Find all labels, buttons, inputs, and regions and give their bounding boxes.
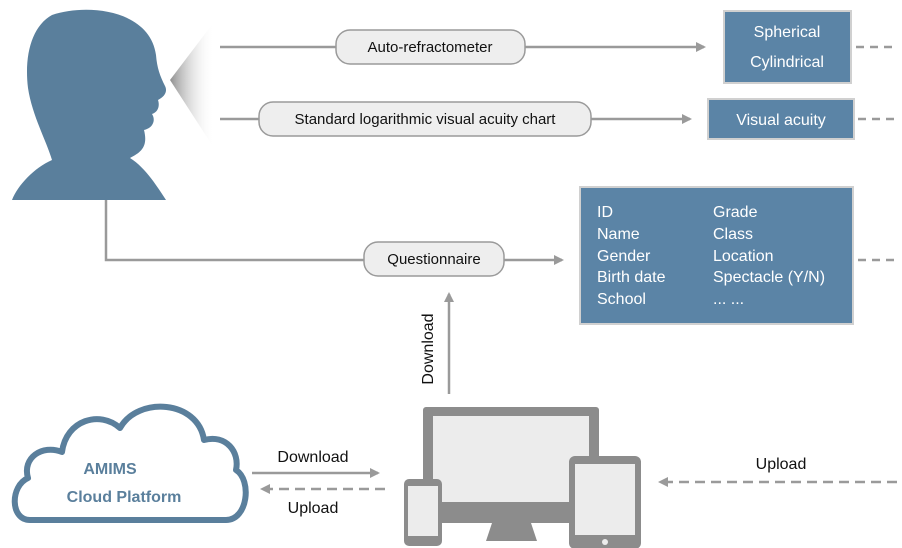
monitor-screen	[433, 416, 589, 502]
info-field-name: Name	[597, 226, 640, 243]
student-info-box	[579, 186, 854, 325]
info-field-school: School	[597, 291, 646, 308]
info-field-more: ... ...	[713, 291, 744, 308]
info-field-class: Class	[713, 226, 753, 243]
upload-to-cloud-label: Upload	[288, 500, 339, 517]
tablet-button	[602, 539, 608, 545]
info-field-gender: Gender	[597, 248, 651, 265]
refraction-output-box	[723, 10, 852, 84]
cylindrical-label: Cylindrical	[750, 54, 824, 71]
visual-acuity-label: Visual acuity	[736, 112, 826, 129]
refractometer-label: Auto-refractometer	[367, 39, 492, 56]
student-info-right-column: Grade Class Location Spectacle (Y/N) ...…	[713, 204, 825, 308]
student-info-left-column: ID Name Gender Birth date School	[597, 204, 666, 308]
acuity-chart-label: Standard logarithmic visual acuity chart	[295, 111, 557, 128]
questionnaire-label: Questionnaire	[387, 251, 480, 268]
cloud-title-line2: Cloud Platform	[67, 489, 182, 506]
questionnaire-line	[104, 200, 364, 262]
phone-screen	[408, 486, 438, 536]
info-field-location: Location	[713, 248, 774, 265]
info-field-birth-date: Birth date	[597, 269, 666, 286]
monitor-tablet-phone-icon	[404, 407, 641, 548]
child-head-silhouette-icon	[12, 9, 167, 200]
download-up-label: Download	[420, 313, 437, 384]
cloud-title-line1: AMIMS	[83, 461, 137, 478]
upload-from-right-label: Upload	[756, 456, 807, 473]
visual-acuity-box	[707, 98, 855, 140]
tablet-screen	[575, 464, 635, 535]
info-field-grade: Grade	[713, 204, 758, 221]
info-field-spectacle: Spectacle (Y/N)	[713, 269, 825, 286]
spherical-label: Spherical	[754, 24, 821, 41]
info-field-id: ID	[597, 204, 613, 221]
vision-beam	[170, 22, 214, 148]
cloud-icon	[11, 403, 249, 523]
download-to-devices-label: Download	[277, 449, 348, 466]
monitor-stand	[486, 523, 537, 541]
